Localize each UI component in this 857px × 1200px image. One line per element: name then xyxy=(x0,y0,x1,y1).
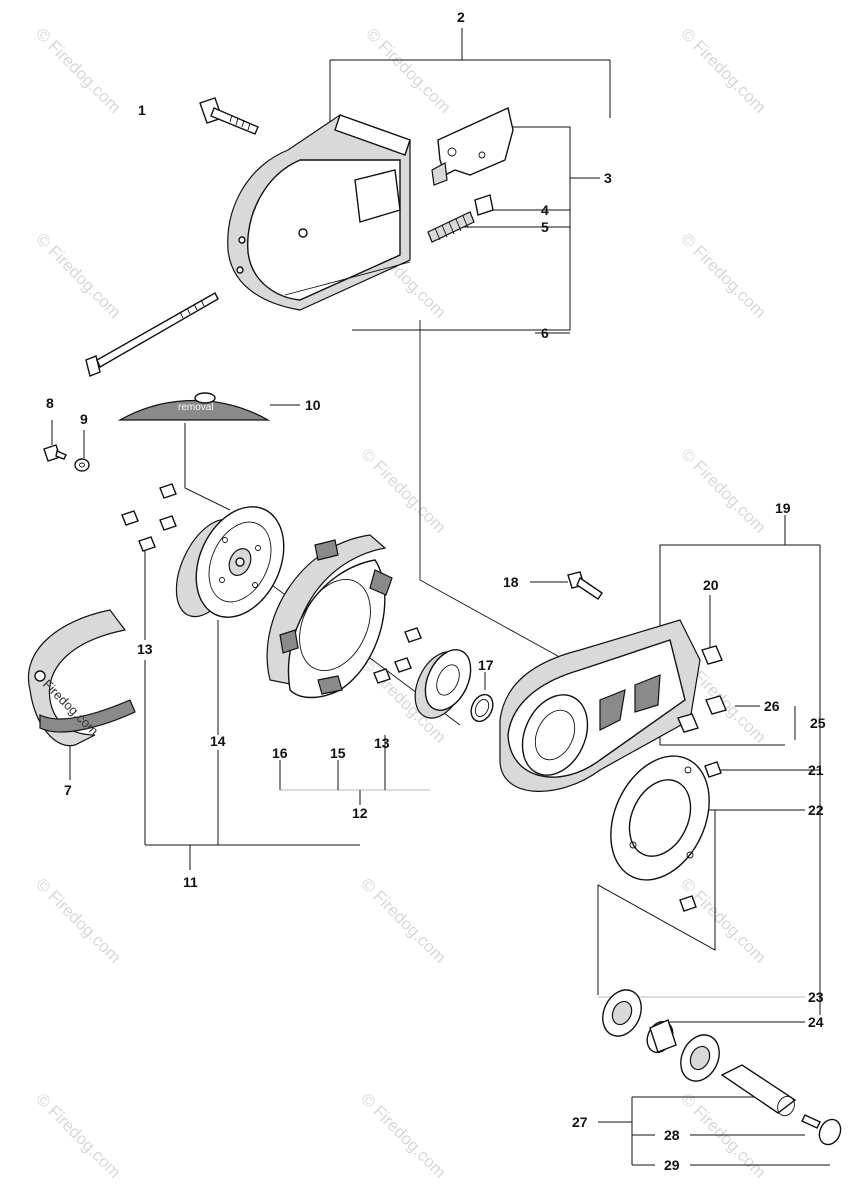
label-part-13-right: 13 xyxy=(374,735,390,751)
watermark: © Firedog.com xyxy=(32,229,124,321)
part-screw-22b xyxy=(679,895,697,912)
label-part-12: 12 xyxy=(352,805,368,821)
part-pulley-14 xyxy=(175,506,285,618)
part-long-bolt-6 xyxy=(85,292,219,377)
label-part-29: 29 xyxy=(664,1157,680,1173)
label-part-27: 27 xyxy=(572,1114,588,1130)
part-bolt-1 xyxy=(199,97,259,135)
label-part-19: 19 xyxy=(775,500,791,516)
hole xyxy=(238,236,246,244)
part-cutting-arm-19 xyxy=(499,619,701,792)
label-part-25: 25 xyxy=(810,715,826,731)
part-screws-13-left xyxy=(121,483,177,552)
label-part-2: 2 xyxy=(457,9,465,25)
watermark: © Firedog.com xyxy=(32,874,124,966)
part-nut-20 xyxy=(701,645,723,665)
label-part-11: 11 xyxy=(183,874,198,890)
label-part-17: 17 xyxy=(478,657,494,673)
watermark: © Firedog.com xyxy=(32,24,124,116)
label-part-22: 22 xyxy=(808,802,824,818)
label-part-1: 1 xyxy=(138,102,146,118)
watermark: © Firedog.com xyxy=(677,229,769,321)
label-part-7: 7 xyxy=(64,782,72,798)
watermark: © Firedog.com xyxy=(357,444,449,536)
label-part-21: 21 xyxy=(808,762,824,778)
label-part-4: 4 xyxy=(541,202,549,218)
part-spring-5 xyxy=(427,211,475,243)
part-bolt-18 xyxy=(567,571,603,600)
label-part-5: 5 xyxy=(541,219,549,235)
watermark: © Firedog.com xyxy=(357,874,449,966)
label-part-9: 9 xyxy=(80,411,88,427)
part-screw-8 xyxy=(43,444,67,462)
label-part-24: 24 xyxy=(808,1014,824,1030)
callout-lines xyxy=(51,28,830,1166)
watermark: © Firedog.com xyxy=(677,874,769,966)
watermark: © Firedog.com xyxy=(362,24,454,116)
label-part-13-left: 13 xyxy=(137,641,153,657)
part-cover-ring-22 xyxy=(610,755,710,881)
label-part-3: 3 xyxy=(604,170,612,186)
label-part-6: 6 xyxy=(541,325,549,341)
part-bearing-23 xyxy=(602,989,642,1037)
watermark: © Firedog.com xyxy=(677,444,769,536)
watermark: © Firedog.com xyxy=(357,1089,449,1181)
label-part-23: 23 xyxy=(808,989,824,1005)
label-part-16: 16 xyxy=(272,745,288,761)
label-part-8: 8 xyxy=(46,395,54,411)
label-part-26: 26 xyxy=(764,698,780,714)
part-spacer-24 xyxy=(646,1019,677,1054)
label-part-28: 28 xyxy=(664,1127,680,1143)
part-bracket-plate-3 xyxy=(431,107,514,186)
part-belt-guard-2 xyxy=(227,114,411,311)
part-nut-26 xyxy=(677,695,727,733)
part-clutch-assembly-16 xyxy=(266,534,393,699)
part-bolt-28 xyxy=(801,1114,842,1146)
hole xyxy=(236,266,244,274)
part-bearing-24b xyxy=(680,1034,720,1082)
watermark: © Firedog.com xyxy=(677,1089,769,1181)
watermark: © Firedog.com xyxy=(32,1089,124,1181)
label-part-14: 14 xyxy=(210,733,226,749)
part-labels: 1 2 3 4 5 6 7 8 9 10 11 12 13 13 14 15 1… xyxy=(46,9,826,1173)
watermark: © Firedog.com xyxy=(677,24,769,116)
part-clip-4 xyxy=(474,194,494,216)
part-decal-10: friction retarder removal xyxy=(117,384,271,421)
hole xyxy=(298,228,308,238)
part-hub xyxy=(414,649,472,719)
part-screw-21 xyxy=(704,761,722,778)
part-shaft-27 xyxy=(720,1064,797,1117)
part-seal-17 xyxy=(470,693,494,723)
decal-line2: removal xyxy=(178,402,214,413)
part-screws-13-right xyxy=(373,627,422,684)
label-part-20: 20 xyxy=(703,577,719,593)
label-part-18: 18 xyxy=(503,574,519,590)
label-part-10: 10 xyxy=(305,397,321,413)
part-belt-7: Firedog.com xyxy=(27,609,136,747)
part-washer-9 xyxy=(74,458,90,472)
label-part-15: 15 xyxy=(330,745,346,761)
decal-line1: friction retarder xyxy=(150,384,218,395)
